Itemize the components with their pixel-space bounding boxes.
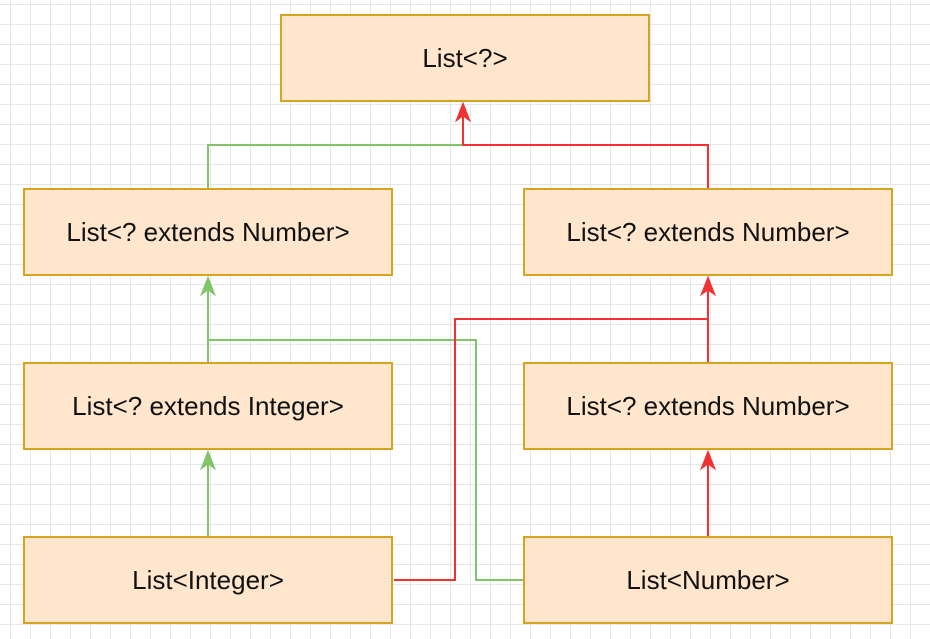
node-list-wildcard: List<?> [280,14,650,102]
red-arrowhead-top [454,101,472,123]
green-arrowhead-integer-ext [199,449,217,471]
green-arrowhead-left-number-ext [199,275,217,297]
red-arrowhead-right-number-ext [699,275,717,297]
node-label: List<? extends Integer> [72,390,344,421]
red-edge-right-to-top [462,116,709,188]
node-label: List<?> [422,42,508,73]
node-label: List<? extends Number> [66,216,350,247]
green-edge-number-to-left-number-ext [208,339,523,581]
node-list-integer: List<Integer> [23,536,393,624]
node-list-extends-number-middle: List<? extends Number> [523,362,893,450]
node-list-extends-integer: List<? extends Integer> [23,362,393,450]
node-label: List<Integer> [132,564,284,595]
node-list-extends-number-right: List<? extends Number> [523,188,893,276]
node-label: List<Number> [626,564,790,595]
green-edge-left-to-top [207,144,463,188]
red-arrowhead-mid-number-ext [699,449,717,471]
node-list-extends-number-left: List<? extends Number> [23,188,393,276]
node-label: List<? extends Number> [566,216,850,247]
node-list-number: List<Number> [523,536,893,624]
red-edge-integer-to-right-number-ext [394,318,708,581]
node-label: List<? extends Number> [566,390,850,421]
